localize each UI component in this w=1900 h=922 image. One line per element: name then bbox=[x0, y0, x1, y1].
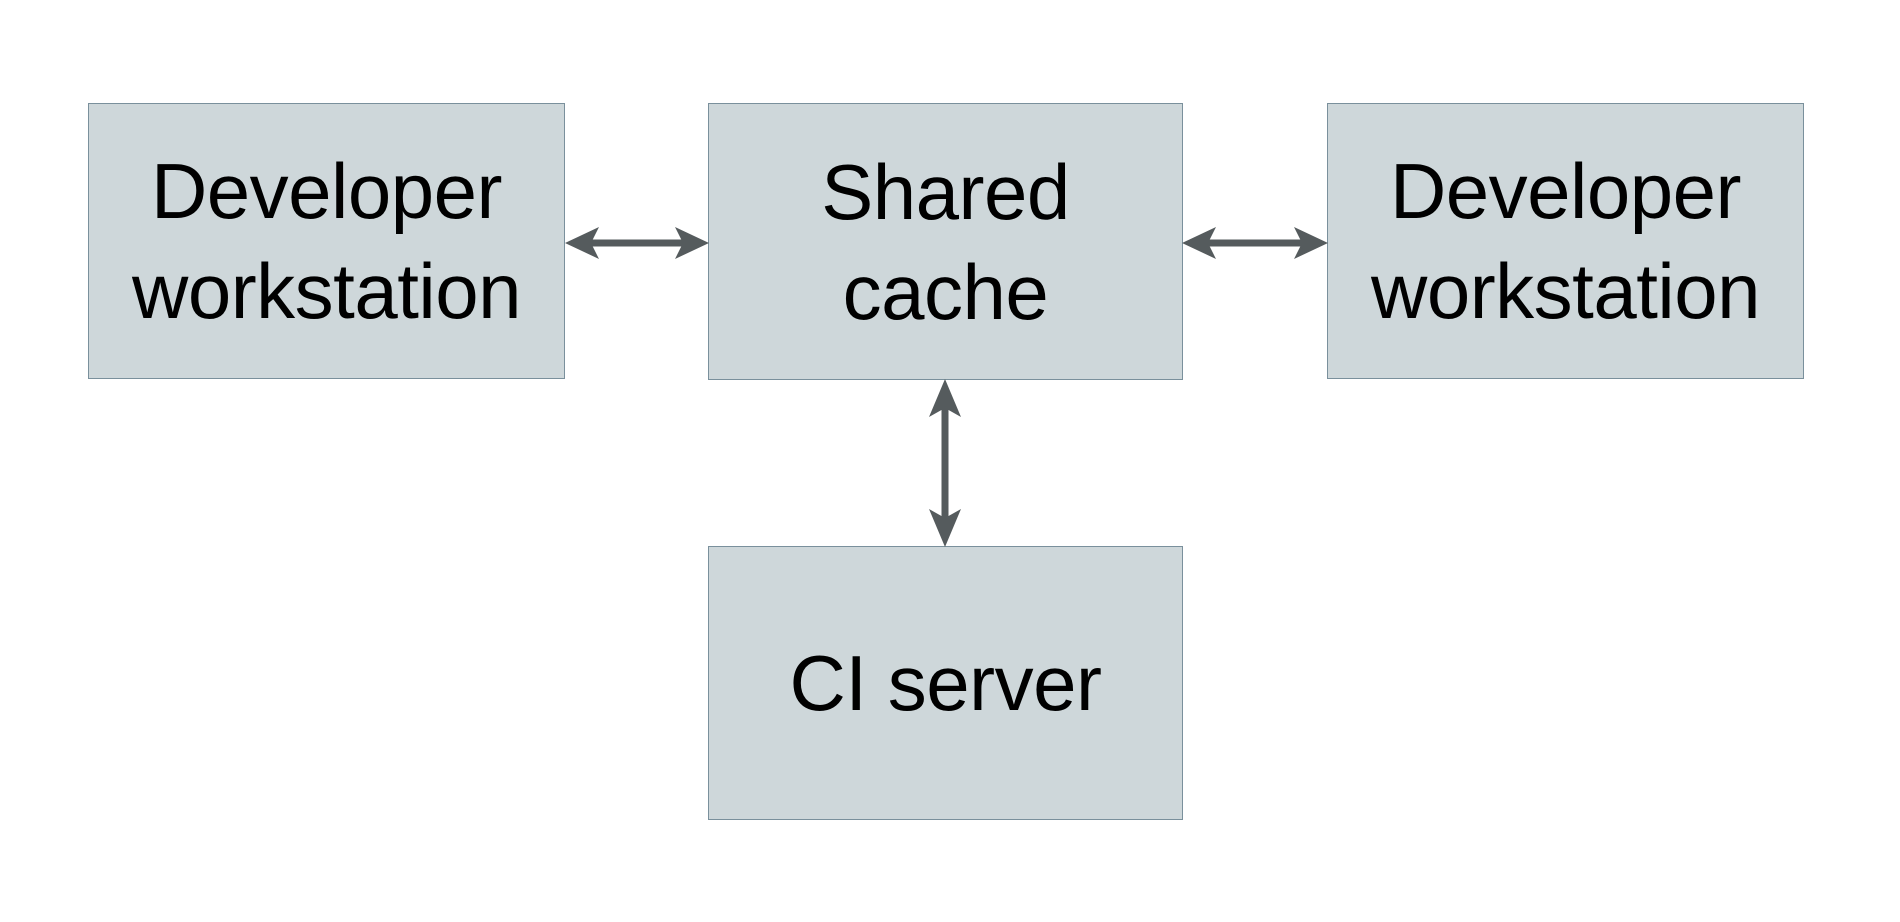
arrowhead-right-icon bbox=[675, 227, 709, 259]
arrowhead-right-icon bbox=[1294, 227, 1328, 259]
arrowhead-left-icon bbox=[565, 227, 599, 259]
node-ci-server[interactable]: CI server bbox=[708, 546, 1183, 820]
node-shared-cache[interactable]: Shared cache bbox=[708, 103, 1183, 380]
node-label: Developer workstation bbox=[1371, 147, 1761, 335]
node-label: Developer workstation bbox=[132, 147, 522, 335]
edge-shaft bbox=[1208, 239, 1302, 247]
node-developer-workstation-right[interactable]: Developer workstation bbox=[1327, 103, 1804, 379]
edge-bidirectional-arrow-left-cache bbox=[565, 227, 709, 259]
edge-bidirectional-arrow-cache-ci bbox=[929, 379, 961, 547]
arrowhead-up-icon bbox=[929, 379, 961, 417]
edge-shaft bbox=[591, 239, 683, 247]
arrowhead-down-icon bbox=[929, 509, 961, 547]
edge-bidirectional-arrow-cache-right bbox=[1182, 227, 1328, 259]
node-developer-workstation-left[interactable]: Developer workstation bbox=[88, 103, 565, 379]
edge-shaft bbox=[941, 408, 949, 518]
node-label: Shared cache bbox=[821, 147, 1070, 336]
node-label: CI server bbox=[789, 639, 1102, 727]
arrowhead-left-icon bbox=[1182, 227, 1216, 259]
